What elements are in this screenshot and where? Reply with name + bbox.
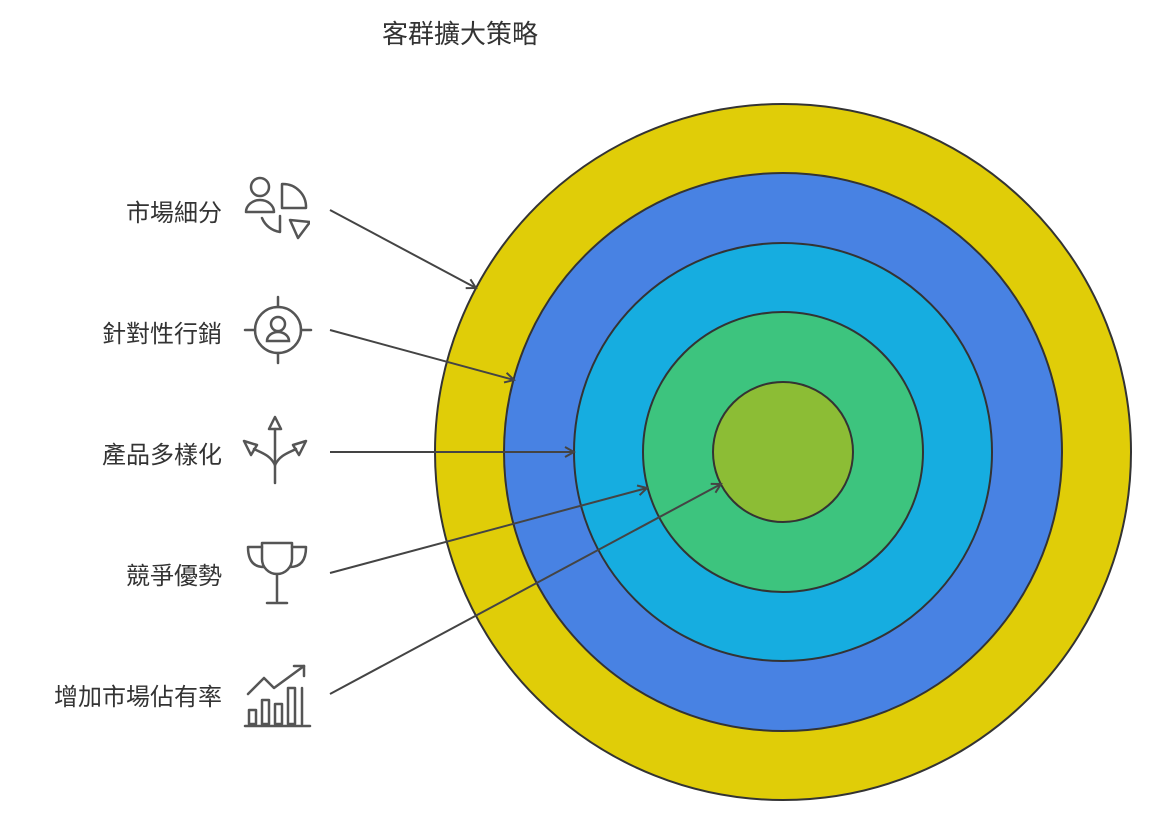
audience-segment-icon: [244, 176, 310, 240]
diagram-title: 客群擴大策略: [381, 20, 538, 50]
connector-arrow-2: [329, 329, 514, 380]
branching-arrows-icon: [242, 415, 308, 485]
connector-arrow-4: [329, 488, 647, 574]
item-label-4: 競爭優勢: [126, 562, 222, 590]
target-person-icon: [243, 295, 313, 365]
item-label-3: 產品多樣化: [102, 441, 222, 469]
item-label-2: 針對性行銷: [102, 320, 222, 348]
connector-arrow-1: [329, 209, 476, 288]
growth-chart-icon: [243, 664, 312, 728]
item-label-5: 增加市場佔有率: [54, 683, 222, 711]
trophy-icon: [246, 541, 308, 605]
item-label-1: 市場細分: [126, 199, 222, 227]
connector-arrow-5: [329, 484, 721, 695]
ring-5: [712, 381, 854, 523]
